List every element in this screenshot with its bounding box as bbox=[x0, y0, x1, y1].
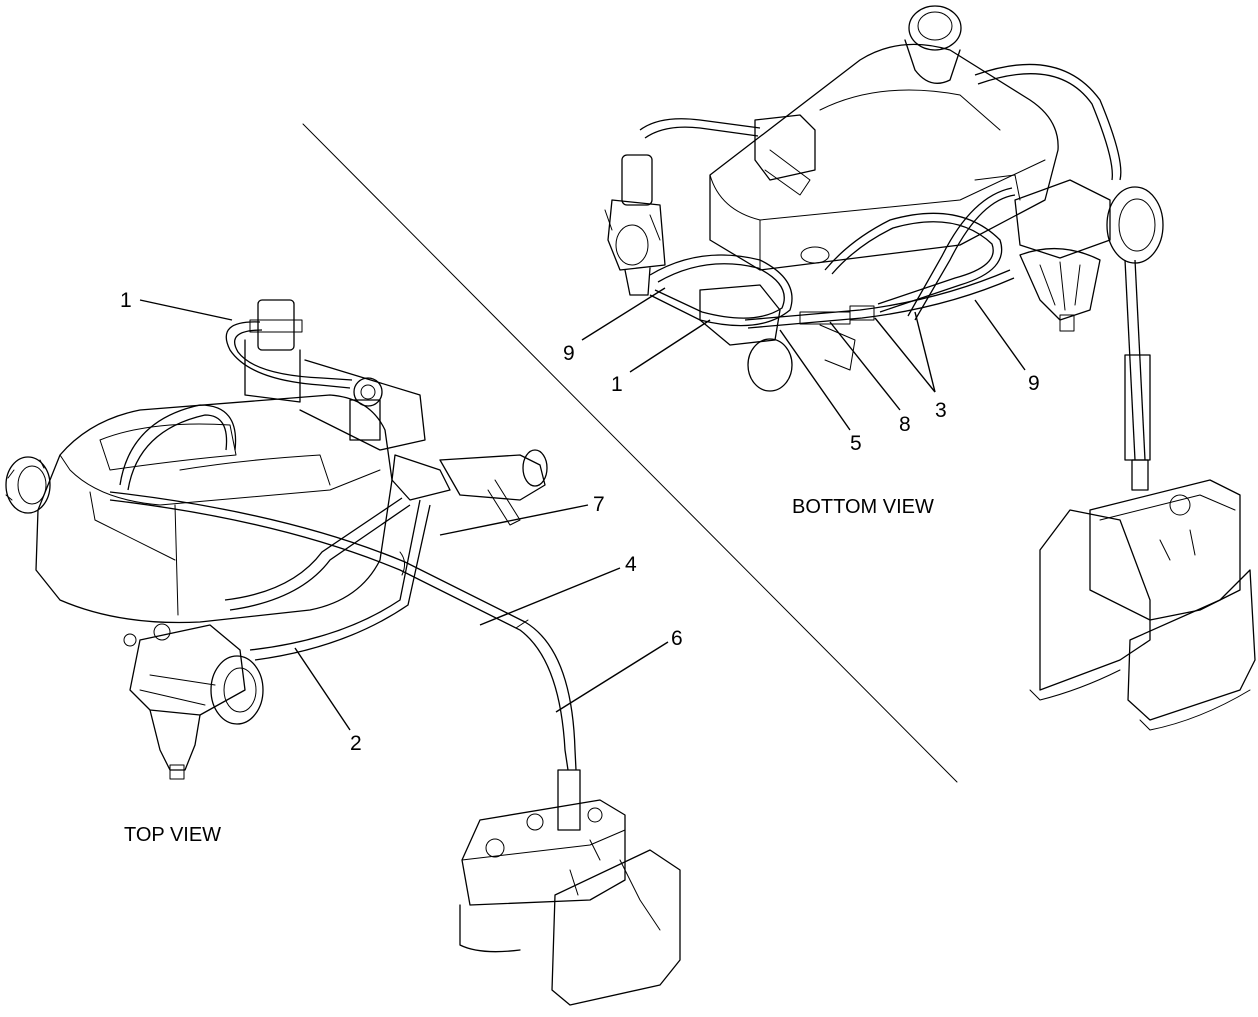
leader-bottom-9a bbox=[581, 287, 666, 341]
callout-bottom-3: 3 bbox=[935, 399, 947, 422]
spray-shield-bottom-view bbox=[1029, 459, 1256, 731]
valve-bottom-view bbox=[604, 114, 856, 392]
leader-bottom-3a bbox=[874, 317, 936, 393]
tank-bottom-view bbox=[709, 43, 1059, 271]
leader-top-4 bbox=[479, 567, 621, 626]
callout-top-1: 1 bbox=[120, 289, 132, 312]
leader-bottom-5 bbox=[779, 329, 851, 431]
top-view-label: TOP VIEW bbox=[124, 824, 221, 846]
bottom-view-assembly bbox=[604, 5, 1256, 731]
hoses-bottom-view bbox=[639, 63, 1151, 461]
leader-bottom-9b bbox=[974, 299, 1026, 371]
leader-bottom-1 bbox=[629, 319, 711, 373]
callout-top-4: 4 bbox=[625, 553, 637, 576]
callout-bottom-9a: 9 bbox=[563, 342, 575, 365]
leader-top-7 bbox=[439, 504, 589, 536]
leader-top-1 bbox=[139, 299, 233, 321]
callout-bottom-9b: 9 bbox=[1028, 372, 1040, 395]
leader-bottom-3b bbox=[914, 311, 936, 393]
callout-bottom-1: 1 bbox=[611, 373, 623, 396]
hoses-top-view bbox=[109, 321, 577, 771]
top-view-assembly bbox=[5, 299, 681, 1006]
bottom-view-label: BOTTOM VIEW bbox=[792, 496, 934, 518]
leader-top-6 bbox=[555, 641, 669, 713]
leader-lines bbox=[139, 287, 1026, 731]
callout-bottom-8: 8 bbox=[899, 413, 911, 436]
callout-top-6: 6 bbox=[671, 627, 683, 650]
pump-top-view bbox=[123, 623, 264, 780]
callout-top-7: 7 bbox=[593, 493, 605, 516]
filler-cap-bottom-view bbox=[904, 5, 962, 84]
callout-top-2: 2 bbox=[350, 732, 362, 755]
spray-shield-top-view bbox=[459, 769, 681, 1006]
callouts-top-view: 1 7 4 6 2 bbox=[120, 289, 683, 755]
leader-top-2 bbox=[294, 647, 351, 731]
tank-top-view bbox=[35, 394, 393, 624]
callouts-bottom-view: 9 1 5 8 3 9 bbox=[563, 342, 1040, 455]
leader-bottom-8 bbox=[829, 321, 901, 411]
callout-bottom-5: 5 bbox=[850, 432, 862, 455]
filler-cap-top-view bbox=[5, 456, 51, 514]
fittings-top-view bbox=[244, 299, 548, 526]
view-divider-line bbox=[302, 123, 958, 783]
